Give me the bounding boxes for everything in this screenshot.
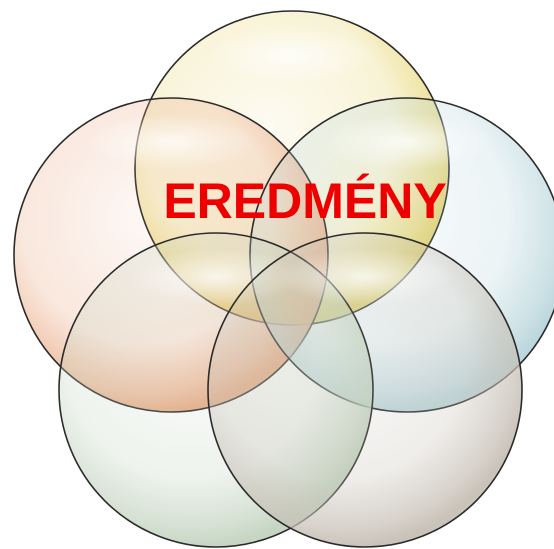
bubble-highlight-upper-left — [85, 114, 258, 171]
bubble-group — [14, 11, 554, 547]
bubble-highlight-top — [206, 27, 379, 84]
center-label: EREDMÉNY — [163, 173, 446, 229]
bubble-highlight-lower-right — [279, 249, 452, 306]
bubble-highlight-upper-right — [321, 114, 494, 171]
